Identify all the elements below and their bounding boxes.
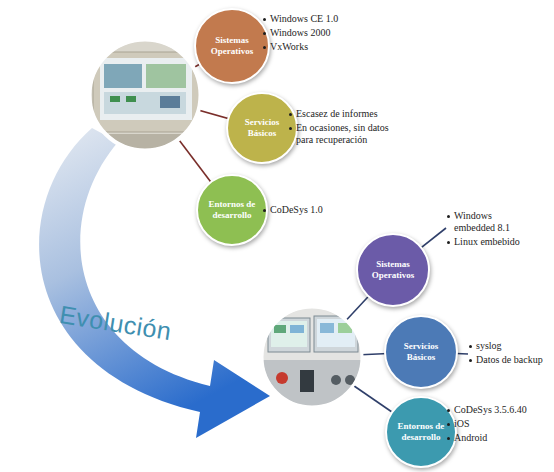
list-item: En ocasiones, sin datos para recuperació… <box>296 122 396 146</box>
category-circle: Sistemas Operativos <box>356 233 430 307</box>
bullet-dot <box>263 18 266 21</box>
category-title: Servicios Básicos <box>236 117 288 139</box>
bullet-dot <box>447 423 450 426</box>
category-circle: Servicios Básicos <box>226 92 298 164</box>
list-item: Windows embedded 8.1 <box>454 210 530 234</box>
list-item: Android <box>454 432 544 444</box>
bullet-dot <box>289 127 292 130</box>
bullet-dot <box>469 359 472 362</box>
category-title: Sistemas Operativos <box>206 35 258 57</box>
list-item: Windows 2000 <box>270 27 380 39</box>
category-circle: Sistemas Operativos <box>194 8 270 84</box>
category-title: Servicios Básicos <box>395 341 447 363</box>
category-title: Entornos de desarrollo <box>206 199 258 221</box>
list-item: CoDeSys 3.5.6.40 <box>454 404 550 416</box>
bullet-dot <box>447 241 450 244</box>
bullet-dot <box>263 32 266 35</box>
bullet-dot <box>469 345 472 348</box>
list-item: CoDeSys 1.0 <box>270 204 380 216</box>
category-circle: Entornos de desarrollo <box>196 174 268 246</box>
new-panel-photo <box>260 305 364 410</box>
bullet-dot <box>263 209 266 212</box>
category-title: Sistemas Operativos <box>367 259 419 281</box>
bullet-dot <box>263 46 266 49</box>
list-item: VxWorks <box>270 41 380 53</box>
old-panel-photo <box>85 35 205 159</box>
bullet-dot <box>447 437 450 440</box>
list-item: syslog <box>476 340 552 352</box>
list-item: iOS <box>454 418 544 430</box>
list-item: Escasez de informes <box>296 108 406 120</box>
list-item: Windows CE 1.0 <box>270 13 380 25</box>
list-item: Linux embebido <box>454 236 544 248</box>
list-item: Datos de backup <box>476 354 552 366</box>
evolution-arrow <box>39 128 270 438</box>
bullet-dot <box>447 215 450 218</box>
category-circle: Entornos de desarrollo <box>385 396 457 468</box>
category-circle: Servicios Básicos <box>384 315 458 389</box>
bullet-dot <box>289 113 292 116</box>
category-title: Entornos de desarrollo <box>395 421 447 443</box>
bullet-dot <box>447 409 450 412</box>
